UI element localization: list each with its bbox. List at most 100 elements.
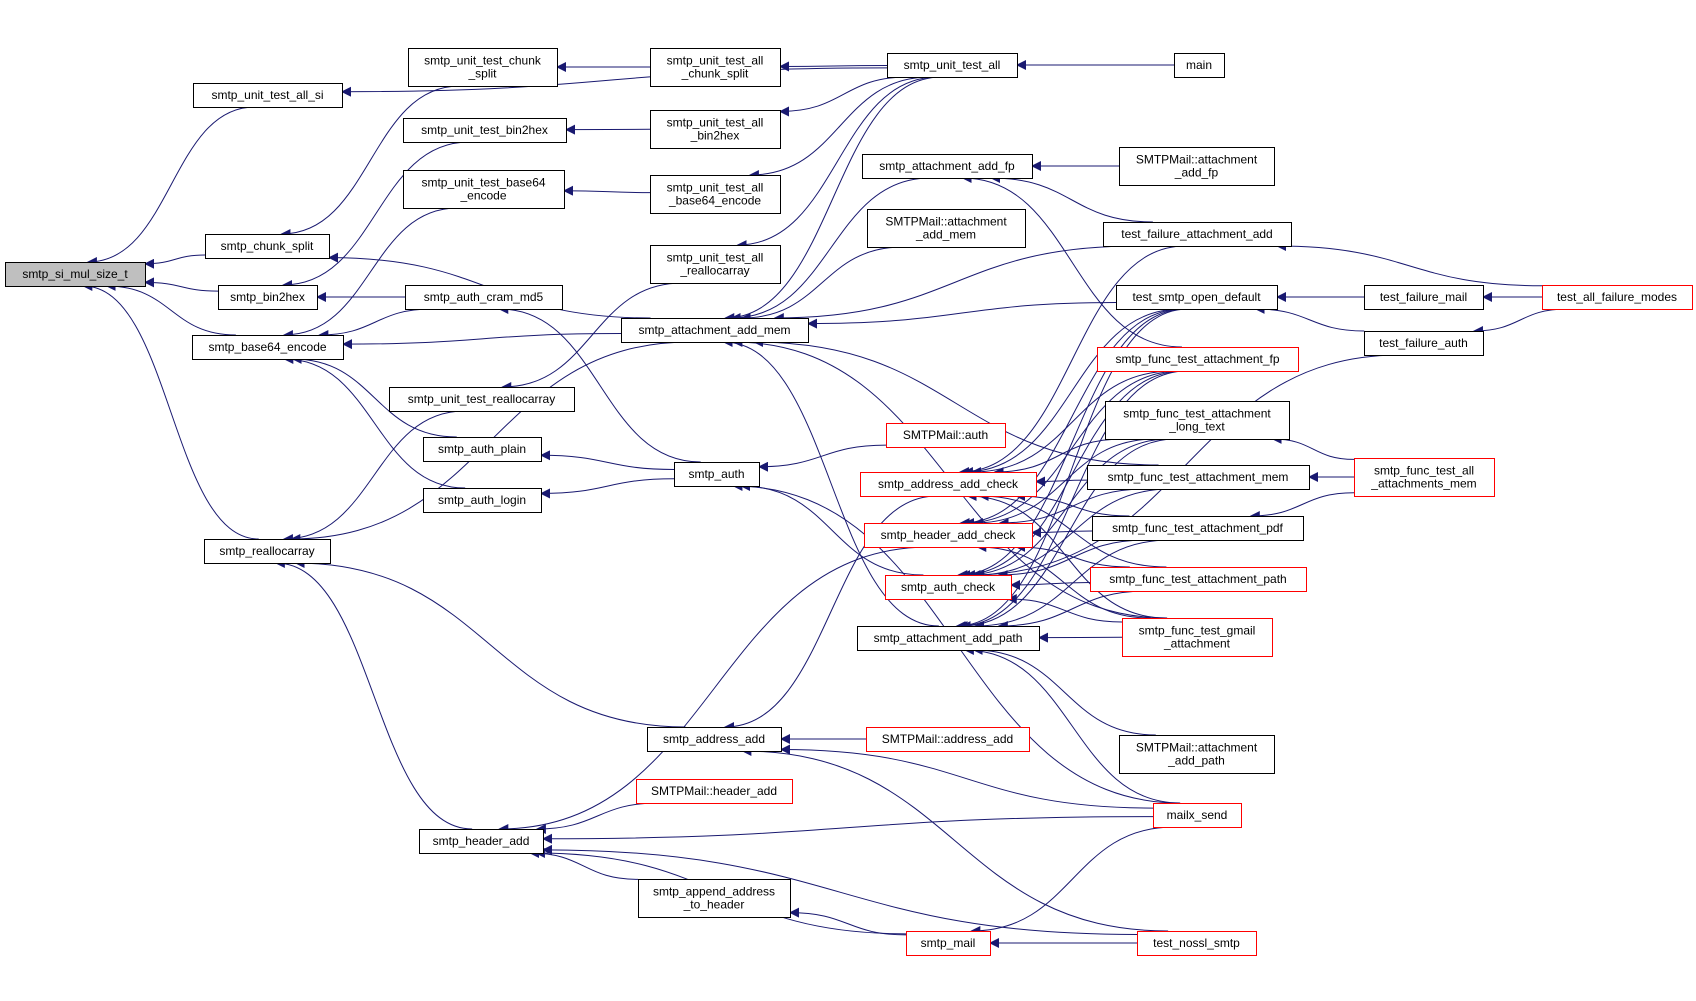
call-edge [1271,434,1355,460]
function-node-smtp-auth-cram-md5[interactable]: smtp_auth_cram_md5 [405,285,563,310]
call-edge [144,277,219,292]
function-node-smtp-header-add[interactable]: smtp_header_add [419,829,544,854]
call-edge [1254,304,1365,332]
node-label: smtp_si_mul_size_t [22,267,128,281]
function-node-smtp-auth[interactable]: smtp_auth [674,462,760,487]
function-node-smtp-address-add-check[interactable]: smtp_address_add_check [860,472,1037,497]
node-label: _add_path [1167,754,1225,768]
call-edge [318,308,432,340]
function-node-smtp-si-mul-size-t[interactable]: smtp_si_mul_size_t [5,262,146,287]
function-node-smtp-unit-test-all-chunk-split[interactable]: smtp_unit_test_all_chunk_split [650,48,781,87]
node-box [885,575,1012,600]
function-node-smtp-func-test-attachment-fp[interactable]: smtp_func_test_attachment_fp [1097,347,1299,372]
function-node-smtp-func-test-attachment-long-text[interactable]: smtp_func_test_attachment_long_text [1105,401,1290,440]
function-node-smtp-unit-test-base64-encode[interactable]: smtp_unit_test_base64_encode [403,170,565,209]
node-label: smtp_attachment_add_path [874,631,1023,645]
function-node-smtp-unit-test-reallocarray[interactable]: smtp_unit_test_reallocarray [389,387,575,412]
function-node-smtp-base64-encode[interactable]: smtp_base64_encode [192,335,344,360]
function-node-smtp-func-test-all-attachments-mem[interactable]: smtp_func_test_all_attachments_mem [1354,458,1495,497]
node-box [650,110,781,149]
node-label: SMTPMail::attachment [1136,153,1258,167]
function-node-smtpmail-attachment-add-fp[interactable]: SMTPMail::attachment_add_fp [1119,147,1275,186]
node-box [650,175,781,214]
function-node-smtp-reallocarray[interactable]: smtp_reallocarray [204,539,331,564]
node-box [423,488,542,513]
function-node-test-failure-mail[interactable]: test_failure_mail [1364,285,1484,310]
function-node-smtp-func-test-attachment-mem[interactable]: smtp_func_test_attachment_mem [1087,465,1310,490]
call-edge [1006,594,1123,623]
call-edge [722,337,939,627]
call-edge [752,337,1159,466]
call-edge [748,76,930,180]
function-node-smtp-func-test-attachment-pdf[interactable]: smtp_func_test_attachment_pdf [1092,516,1304,541]
function-node-smtp-func-test-attachment-path[interactable]: smtp_func_test_attachment_path [1090,567,1307,592]
function-node-test-failure-auth[interactable]: test_failure_auth [1364,331,1484,356]
call-edge [993,438,1124,477]
node-box [419,829,544,854]
node-label: _add_mem [915,228,976,242]
function-node-smtpmail-attachment-add-mem[interactable]: SMTPMail::attachment_add_mem [867,209,1026,248]
function-node-test-nossl-smtp[interactable]: test_nossl_smtp [1137,931,1257,956]
node-box [1105,401,1290,440]
node-label: smtp_unit_test_reallocarray [408,392,555,406]
node-label: SMTPMail::header_add [651,784,777,798]
function-node-mailx-send[interactable]: mailx_send [1153,803,1242,828]
function-node-smtp-unit-test-all[interactable]: smtp_unit_test_all [887,53,1018,78]
function-node-smtp-header-add-check[interactable]: smtp_header_add_check [864,523,1033,548]
function-node-smtp-unit-test-all-si[interactable]: smtp_unit_test_all_si [193,83,343,108]
function-node-test-all-failure-modes[interactable]: test_all_failure_modes [1542,285,1693,310]
function-node-smtp-auth-plain[interactable]: smtp_auth_plain [423,437,542,462]
function-node-smtp-attachment-add-path[interactable]: smtp_attachment_add_path [857,626,1040,651]
function-node-smtp-unit-test-all-base64-encode[interactable]: smtp_unit_test_all_base64_encode [650,175,781,214]
function-node-test-smtp-open-default[interactable]: test_smtp_open_default [1116,285,1278,310]
function-node-smtp-address-add[interactable]: smtp_address_add [647,727,782,752]
node-label: test_all_failure_modes [1557,290,1677,304]
node-box [860,472,1037,497]
function-node-smtp-auth-check[interactable]: smtp_auth_check [885,575,1012,600]
call-edge [773,245,1137,323]
function-node-smtp-chunk-split[interactable]: smtp_chunk_split [205,234,330,259]
function-node-smtpmail-address-add[interactable]: SMTPMail::address_add [866,727,1030,752]
node-label: smtp_unit_test_bin2hex [421,123,548,137]
node-label: _base64_encode [668,194,761,208]
call-edge [960,438,1176,631]
node-box [650,48,781,87]
node-box [866,727,1030,752]
call-edge [972,645,1156,736]
node-label: smtp_auth_cram_md5 [424,290,544,304]
function-node-smtpmail-header-add[interactable]: SMTPMail::header_add [636,779,793,804]
function-node-smtp-append-address-to-header[interactable]: smtp_append_address_to_header [638,879,791,918]
function-node-smtp-auth-login[interactable]: smtp_auth_login [423,488,542,513]
function-node-smtpmail-attachment-add-path[interactable]: SMTPMail::attachment_add_path [1119,735,1275,774]
call-edge [535,802,659,834]
call-edge [291,354,457,438]
function-node-smtp-unit-test-bin2hex[interactable]: smtp_unit_test_bin2hex [403,118,567,143]
node-label: _encode [459,189,506,203]
call-edge [958,245,1186,477]
function-node-main[interactable]: main [1174,53,1225,78]
function-node-smtp-func-test-gmail-attachment[interactable]: smtp_func_test_gmail_attachment [1122,618,1273,657]
call-edge [1010,579,1091,590]
call-edge [542,844,1138,936]
function-node-smtp-attachment-add-mem[interactable]: smtp_attachment_add_mem [621,318,809,343]
node-label: mailx_send [1167,808,1228,822]
function-node-test-failure-attachment-add[interactable]: test_failure_attachment_add [1103,222,1292,247]
function-node-smtp-unit-test-all-reallocarray[interactable]: smtp_unit_test_all_reallocarray [650,245,781,284]
node-label: _reallocarray [679,264,749,278]
edge-layer [82,60,1567,948]
function-node-smtpmail-auth[interactable]: SMTPMail::auth [886,423,1006,448]
call-edge [970,826,1174,936]
node-box [638,879,791,918]
node-label: _split [467,67,497,81]
function-node-smtp-bin2hex[interactable]: smtp_bin2hex [218,285,318,310]
node-box [1153,803,1242,828]
function-node-smtp-unit-test-chunk-split[interactable]: smtp_unit_test_chunk_split [408,48,558,87]
call-edge [998,488,1147,528]
function-node-smtp-mail[interactable]: smtp_mail [906,931,991,956]
node-label: smtp_auth_check [901,580,996,594]
node-label: test_failure_attachment_add [1121,227,1272,241]
node-label: _bin2hex [690,129,740,143]
function-node-smtp-unit-test-all-bin2hex[interactable]: smtp_unit_test_all_bin2hex [650,110,781,149]
node-box [887,53,1018,78]
function-node-smtp-attachment-add-fp[interactable]: smtp_attachment_add_fp [862,154,1033,179]
